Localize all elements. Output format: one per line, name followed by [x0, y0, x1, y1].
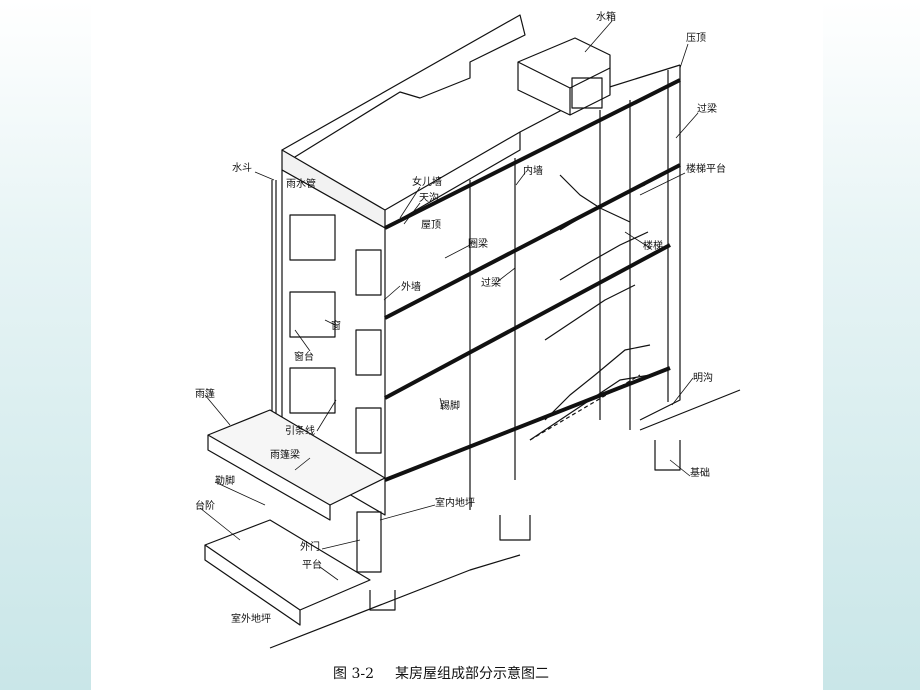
label-ring-beam: 圈梁 [468, 237, 488, 250]
label-foundation: 基础 [690, 466, 710, 479]
label-drip-line: 引条线 [285, 424, 315, 437]
label-platform: 平台 [302, 558, 322, 571]
label-lintel-mid: 过梁 [481, 276, 501, 289]
label-coping: 压顶 [686, 32, 706, 44]
label-outer-door: 外门 [300, 540, 320, 553]
label-water-tank: 水箱 [596, 10, 616, 23]
label-gutter: 天沟 [419, 191, 439, 204]
building-drawing [204, 14, 741, 649]
figure-title: 某房屋组成部分示意图二 [395, 665, 549, 682]
label-outdoor-ground: 室外地坪 [231, 612, 271, 625]
label-steps: 台阶 [195, 499, 215, 512]
label-inner-wall: 内墙 [523, 164, 543, 177]
label-canopy: 雨篷 [195, 387, 215, 400]
label-indoor-floor: 室内地坪 [435, 496, 475, 509]
label-roof: 屋顶 [421, 219, 441, 231]
label-canopy-beam: 雨篷梁 [270, 448, 300, 461]
label-window: 窗 [331, 319, 341, 332]
label-parapet: 女儿墙 [412, 175, 442, 188]
label-downpipe: 雨水管 [286, 177, 316, 190]
label-stairs: 楼梯 [643, 239, 663, 252]
label-water-hopper: 水斗 [232, 162, 252, 174]
label-windowsill: 窗台 [294, 350, 314, 363]
label-lintel-top: 过梁 [697, 102, 717, 115]
label-stair-landing: 楼梯平台 [686, 162, 726, 175]
label-skirting: 踢脚 [440, 399, 460, 412]
label-open-drain: 明沟 [693, 371, 713, 384]
figure-number: 图 3-2 [333, 666, 374, 682]
label-outer-wall: 外墙 [401, 280, 421, 293]
leader-lines [199, 20, 699, 581]
label-plinth: 勒脚 [215, 474, 235, 487]
